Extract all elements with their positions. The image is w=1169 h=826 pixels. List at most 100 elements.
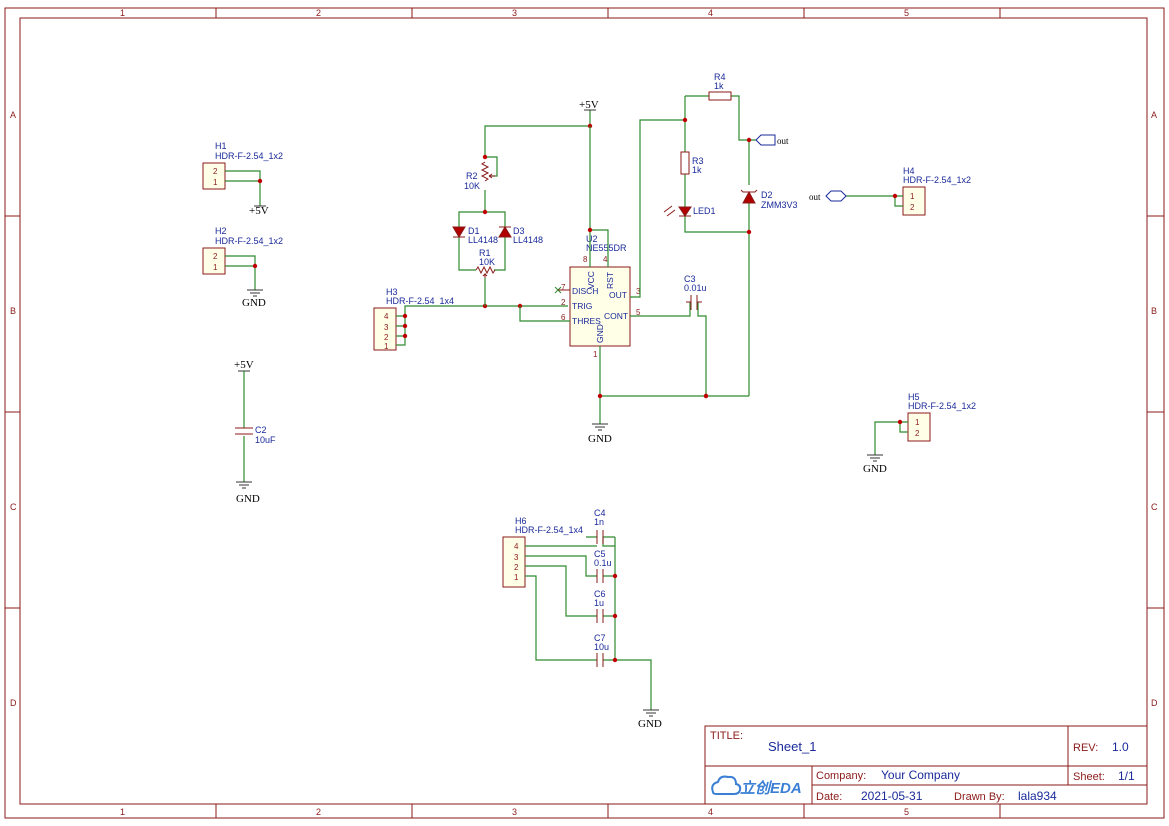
d2-ref: D2 bbox=[761, 190, 773, 200]
h2-pin-2: 2 bbox=[213, 252, 218, 261]
u2-pin-out: OUT bbox=[609, 290, 627, 300]
h3-pin-2: 2 bbox=[384, 333, 389, 342]
output-stage: R4 1k R3 1k LED1 D2 ZMM3V3 out bbox=[663, 72, 798, 399]
h6-ref: H6 bbox=[515, 516, 527, 526]
easyeda-logo: 立创EDA bbox=[711, 775, 802, 797]
frame-col-1: 1 bbox=[120, 8, 125, 18]
d2-value: ZMM3V3 bbox=[761, 200, 798, 210]
c3-ref: C3 bbox=[684, 274, 696, 284]
h1-value: HDR-F-2.54_1x2 bbox=[215, 151, 283, 161]
u2-pin-num-cont: 5 bbox=[636, 308, 641, 317]
ic-u2: U2 NE555DR 8 4 VCC RST DISCH TRIG THRES … bbox=[519, 119, 749, 445]
drawn-by-value: lala934 bbox=[1018, 789, 1057, 803]
led1-ref: LED1 bbox=[693, 206, 716, 216]
date-label: Date: bbox=[816, 791, 842, 803]
company-value: Your Company bbox=[881, 768, 960, 782]
frame-row-c-right: C bbox=[1151, 502, 1158, 512]
rev-label: REV: bbox=[1073, 742, 1098, 754]
r2-value: 10K bbox=[464, 181, 480, 191]
header-h6: H6 HDR-F-2.54_1x4 4 3 2 1 C4 1n C5 0.1u … bbox=[502, 508, 662, 730]
h4-value: HDR-F-2.54_1x2 bbox=[903, 175, 971, 185]
c4-value: 1n bbox=[594, 517, 604, 527]
sheet-title: Sheet_1 bbox=[768, 739, 816, 754]
c7-ref: C7 bbox=[594, 633, 606, 643]
c2-gnd-label: GND bbox=[236, 493, 260, 505]
r3-value: 1k bbox=[692, 165, 702, 175]
c7-value: 10u bbox=[594, 642, 609, 652]
h6-pin-2: 2 bbox=[514, 563, 519, 572]
u2-pin-cont: CONT bbox=[604, 311, 628, 321]
u2-ref: U2 bbox=[586, 234, 598, 244]
h6-value: HDR-F-2.54_1x4 bbox=[515, 525, 583, 535]
frame-row-d-right: D bbox=[1151, 698, 1158, 708]
frame-col-5: 5 bbox=[904, 8, 909, 18]
h5-ref: H5 bbox=[908, 392, 920, 402]
u2-pin-num-out: 3 bbox=[636, 287, 641, 296]
h6-gnd-label: GND bbox=[638, 718, 662, 730]
u2-pin-num-gnd: 1 bbox=[593, 350, 598, 359]
c2-value: 10uF bbox=[255, 435, 276, 445]
u2-pin-disch: DISCH bbox=[572, 286, 598, 296]
h3-ref: H3 bbox=[386, 287, 398, 297]
r4-value: 1k bbox=[714, 81, 724, 91]
c6-value: 1u bbox=[594, 598, 604, 608]
d3-ref: D3 bbox=[513, 226, 525, 236]
h2-gnd-label: GND bbox=[242, 297, 266, 309]
u2-pin-gnd: GND bbox=[595, 324, 605, 343]
h1-vcc-label: +5V bbox=[249, 205, 269, 217]
c4-ref: C4 bbox=[594, 508, 606, 518]
h4-pin-2: 2 bbox=[910, 203, 915, 212]
title-label: TITLE: bbox=[710, 730, 743, 742]
c6-ref: C6 bbox=[594, 589, 606, 599]
u2-pin-trig: TRIG bbox=[572, 301, 592, 311]
u2-pin-num-rst: 4 bbox=[603, 255, 608, 264]
r3-ref: R3 bbox=[692, 156, 704, 166]
header-h1: H1 HDR-F-2.54_1x2 2 1 +5V bbox=[202, 141, 283, 217]
r2-ref: R2 bbox=[466, 171, 478, 181]
frame-col-3: 3 bbox=[512, 8, 517, 18]
sheet-value: 1/1 bbox=[1118, 769, 1135, 783]
d1-ref: D1 bbox=[468, 226, 480, 236]
c5-ref: C5 bbox=[594, 549, 606, 559]
c2-ref: C2 bbox=[255, 425, 267, 435]
h3-pin-1: 1 bbox=[384, 342, 389, 351]
h3-pin-3: 3 bbox=[384, 323, 389, 332]
h5-pin-1: 1 bbox=[915, 418, 920, 427]
h3-value: HDR-F-2.54_1x4 bbox=[386, 296, 454, 306]
c3-value: 0.01u bbox=[684, 283, 707, 293]
h1-pin-2: 2 bbox=[213, 167, 218, 176]
h4-out-label: out bbox=[809, 192, 821, 202]
out-flag-label: out bbox=[777, 136, 789, 146]
h6-pin-1: 1 bbox=[514, 573, 519, 582]
h2-value: HDR-F-2.54_1x2 bbox=[215, 236, 283, 246]
frame-row-c: C bbox=[10, 502, 17, 512]
h1-ref: H1 bbox=[215, 141, 227, 151]
h4-ref: H4 bbox=[903, 166, 915, 176]
h4-pin-1: 1 bbox=[910, 192, 915, 201]
r4-ref: R4 bbox=[714, 72, 726, 82]
u2-gnd-label: GND bbox=[588, 433, 612, 445]
frame-col-3-bottom: 3 bbox=[512, 807, 517, 817]
u2-value: NE555DR bbox=[586, 243, 627, 253]
d3-value: LL4148 bbox=[513, 235, 543, 245]
capacitor-c3: C3 0.01u bbox=[684, 274, 707, 310]
frame-col-4-bottom: 4 bbox=[708, 807, 713, 817]
timing-network: R2 10K D1 LL4148 D3 LL4148 R1 10K bbox=[452, 110, 593, 306]
header-h4: H4 HDR-F-2.54_1x2 1 2 out bbox=[809, 166, 971, 216]
date-value: 2021-05-31 bbox=[861, 789, 923, 803]
h5-pin-2: 2 bbox=[915, 429, 920, 438]
logo-text: 立创EDA bbox=[740, 779, 802, 797]
frame-row-b: B bbox=[10, 306, 16, 316]
frame-col-2-bottom: 2 bbox=[316, 807, 321, 817]
vcc-top: +5V bbox=[579, 99, 599, 111]
capacitor-c2: +5V C2 10uF GND bbox=[234, 359, 276, 505]
frame-col-4: 4 bbox=[708, 8, 713, 18]
u2-pin-num-thres: 6 bbox=[561, 313, 566, 322]
sheet-frame: 1 2 3 4 5 1 2 3 4 5 A B C D A B C D bbox=[4, 7, 1165, 819]
h6-pin-4: 4 bbox=[514, 542, 519, 551]
frame-col-2: 2 bbox=[316, 8, 321, 18]
frame-row-b-right: B bbox=[1151, 306, 1157, 316]
frame-col-5-bottom: 5 bbox=[904, 807, 909, 817]
u2-pin-num-vcc: 8 bbox=[583, 255, 588, 264]
header-h5: H5 HDR-F-2.54_1x2 1 2 GND bbox=[863, 392, 976, 475]
